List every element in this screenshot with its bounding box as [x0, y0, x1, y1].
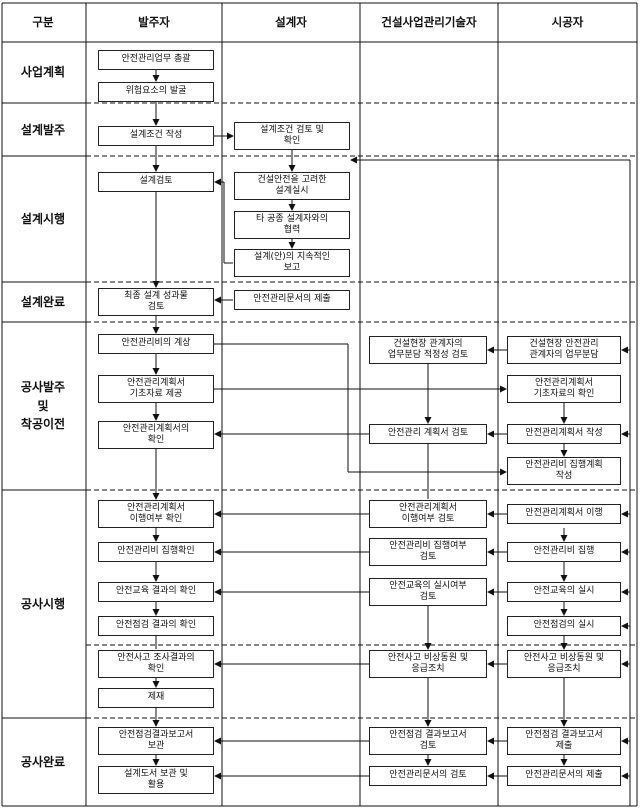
box-design-document-storage: 설계도서 보관 및 활용	[98, 766, 214, 794]
box-education-result-check: 안전교육 결과의 확인	[98, 582, 214, 602]
header-designer: 설계자	[275, 15, 307, 29]
box-sanction: 제재	[98, 688, 214, 708]
box-safety-education: 안전교육의 실시	[507, 582, 621, 602]
header-construction-manager: 건설사업관리기술자	[381, 15, 477, 29]
box-inspection-report-submission: 안전점검 결과보고서 제출	[507, 727, 621, 755]
box-safety-management-overall: 안전관리업무 총괄	[98, 50, 214, 70]
box-role-assignment-review: 건설현장 관계자의 업무분담 적정성 검토	[369, 336, 487, 364]
phase-construction-execution: 공사시행	[20, 596, 66, 611]
phase-design-order: 설계발주	[20, 122, 66, 137]
box-design-conditions-review: 설계조건 검토 및 확인	[234, 122, 350, 150]
box-designer-document-submission: 안전관리문서의 제출	[234, 290, 350, 310]
box-design-continuous-report: 설계(안)의 지속적인 보고	[234, 249, 350, 277]
box-safety-aware-design: 건설안전을 고려한 설계실시	[234, 172, 350, 200]
box-inspection-result-check: 안전점검 결과의 확인	[98, 616, 214, 636]
box-design-conditions: 설계조건 작성	[98, 126, 214, 146]
box-emergency-response-contractor: 안전사고 비상동원 및 응급조치	[507, 650, 621, 678]
header-category: 구분	[32, 15, 54, 29]
box-inspection-report-storage: 안전점검결과보고서 보관	[98, 727, 214, 755]
box-accident-investigation-check: 안전사고 조사결과의 확인	[98, 650, 214, 678]
box-design-review: 설계검토	[98, 172, 214, 192]
box-safety-document-review: 안전관리문서의 검토	[369, 766, 487, 786]
box-contractor-document-submission: 안전관리문서의 제출	[507, 766, 621, 786]
box-plan-implementation-review: 안전관리계획서 이행여부 검토	[369, 500, 487, 528]
header-contractor: 시공자	[551, 15, 584, 29]
box-cost-execution-review: 안전관리비 집행여부 검토	[369, 538, 487, 566]
phase-business-plan: 사업계획	[20, 64, 66, 79]
box-cost-execution: 안전관리비 집행	[507, 542, 621, 562]
phase-construction-order: 공사발주 및 착공이전	[20, 380, 66, 432]
box-plan-review: 안전관리 계획서 검토	[369, 424, 487, 444]
header-owner: 발주자	[138, 15, 170, 29]
box-inspection-report-review: 안전점검 결과보고서 검토	[369, 727, 487, 755]
box-plan-base-data-check: 안전관리계획서 기초자료의 확인	[507, 375, 621, 403]
phase-construction-completion: 공사완료	[20, 754, 66, 769]
box-designer-cooperation: 타 공종 설계자와의 협력	[234, 211, 350, 239]
phase-design-execution: 설계시행	[20, 211, 66, 226]
box-cost-execution-plan: 안전관리비 집행계획 작성	[507, 457, 621, 485]
box-plan-implementation-check: 안전관리계획서 이행여부 확인	[98, 500, 214, 528]
box-emergency-response-cm: 안전사고 비상동원 및 응급조치	[369, 650, 487, 678]
box-safety-role-assignment: 건설현장 안전관리 관계자의 업무분담	[507, 336, 621, 364]
box-plan-confirmation: 안전관리계획서의 확인	[98, 421, 214, 449]
box-risk-identification: 위험요소의 발굴	[98, 82, 214, 102]
box-cost-execution-check: 안전관리비 집행확인	[98, 542, 214, 562]
box-plan-writing: 안전관리계획서 작성	[507, 424, 621, 444]
box-final-design-review: 최종 설계 성과물 검토	[98, 288, 214, 316]
phase-design-completion: 설계완료	[20, 294, 66, 309]
box-plan-implementation: 안전관리계획서 이행	[507, 504, 621, 524]
box-safety-cost-budget: 안전관리비의 계상	[98, 334, 214, 354]
box-education-review: 안전교육의 실시여부 검토	[369, 578, 487, 606]
box-safety-inspection: 안전점검의 실시	[507, 616, 621, 636]
box-plan-base-data: 안전관리계획서 기초자료 제공	[98, 375, 214, 403]
